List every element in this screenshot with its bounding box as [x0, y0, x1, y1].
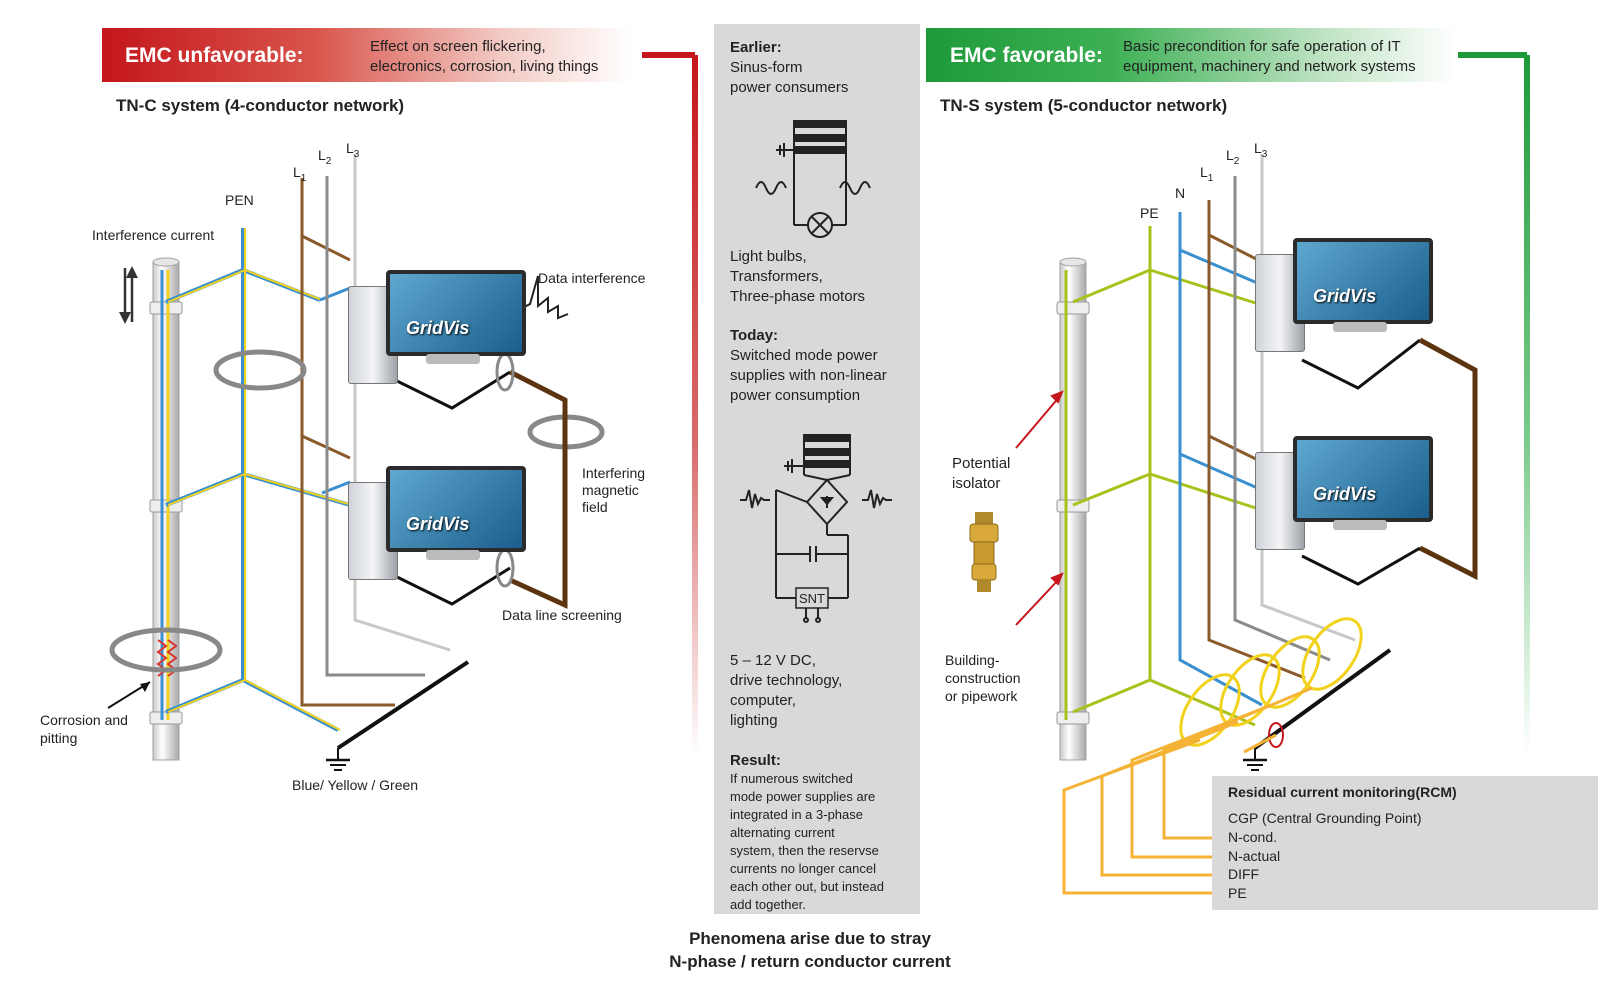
result-line: system, then the reservse [730, 843, 879, 858]
middle-info-panel [714, 24, 920, 914]
interfering-field-label-1: Interfering [582, 465, 646, 481]
bottom-caption-line-2: N-phase / return conductor current [669, 952, 951, 971]
n-conductor [1178, 212, 1263, 707]
ground-bar-left [326, 660, 470, 771]
pe-conductor [1072, 226, 1263, 727]
l3-label-left: L3 [346, 140, 360, 160]
l1-label-left: L1 [293, 164, 307, 184]
dc-line-1: 5 – 12 V DC, [730, 652, 816, 669]
bulbs-line-1: Light bulbs, [730, 248, 807, 265]
potential-isolator-label-1: Potential [952, 455, 1011, 472]
building-label-1: Building- [945, 652, 1000, 668]
emc-favorable-text-2: equipment, machinery and network systems [1123, 58, 1416, 75]
today-line-1: Switched mode power [730, 347, 878, 364]
dc-line-3: computer, [730, 692, 796, 709]
result-line: currents no longer cancel [730, 861, 876, 876]
pen-conductor [165, 228, 353, 732]
earlier-line-2: power consumers [730, 79, 849, 96]
rcm-item: CGP (Central Grounding Point) [1228, 810, 1422, 826]
magnetic-ring-1 [213, 349, 307, 391]
corrosion-label-1: Corrosion and [40, 712, 128, 728]
transformer-circuit-today [740, 434, 892, 623]
tn-s-system-title: TN-S system (5-conductor network) [940, 96, 1228, 115]
l2-label-left: L2 [318, 147, 332, 167]
l1-label-right: L1 [1200, 164, 1214, 184]
potential-isolator-icon [969, 512, 999, 592]
building-label-2: construction [945, 670, 1021, 686]
emc-favorable-banner [926, 28, 1456, 82]
green-bracket [1458, 52, 1530, 755]
bottom-caption: Phenomena arise due to stray N-phase / r… [560, 927, 1060, 973]
today-title: Today: [730, 327, 779, 344]
gridvis-logo: GridVis [406, 318, 470, 338]
interfering-field-label-3: field [582, 499, 608, 515]
tn-c-system-title: TN-C system (4-conductor network) [116, 96, 405, 115]
bottom-caption-line-1: Phenomena arise due to stray [689, 929, 931, 948]
emc-unfavorable-text-2: electronics, corrosion, living things [370, 58, 599, 75]
today-line-2: supplies with non-linear [730, 367, 887, 384]
gridvis-logo: GridVis [1313, 484, 1377, 504]
emc-unfavorable-text-1: Effect on screen flickering, [370, 38, 546, 55]
red-bracket [642, 52, 698, 755]
gridvis-logo: GridVis [1313, 286, 1377, 306]
rcm-item: N-actual [1228, 848, 1281, 864]
emc-unfavorable-title: EMC unfavorable: [125, 44, 304, 67]
result-line: mode power supplies are [730, 789, 876, 804]
emc-unfavorable-banner [102, 28, 632, 82]
bulbs-line-2: Transformers, [730, 268, 823, 285]
data-line-screening-label: Data line screening [502, 607, 622, 623]
interference-current-arrows [119, 266, 138, 324]
emc-favorable-title: EMC favorable: [950, 44, 1103, 67]
ground-bar-right [1243, 648, 1392, 771]
dc-line-4: lighting [730, 712, 778, 729]
today-line-3: power consumption [730, 387, 861, 404]
gridvis-logo: GridVis [406, 514, 470, 534]
rcm-item: PE [1228, 885, 1247, 901]
rcm-item: N-cond. [1228, 829, 1278, 845]
result-title: Result: [730, 752, 781, 769]
corrosion-label-2: pitting [40, 730, 78, 746]
result-line: If numerous switched [730, 771, 853, 786]
transformer-circuit-earlier [755, 120, 871, 238]
pen-label: PEN [225, 192, 254, 208]
bulbs-line-3: Three-phase motors [730, 288, 866, 305]
dc-line-2: drive technology, [730, 672, 843, 689]
l2-conductor-right [1233, 176, 1331, 662]
l3-conductor-right [1260, 154, 1356, 642]
rcm-item: DIFF [1228, 866, 1260, 882]
potential-isolator-arrows [1015, 390, 1064, 626]
l2-conductor-left [325, 176, 425, 677]
tn-c-pipe [149, 257, 183, 761]
result-line: each other out, but instead [730, 879, 884, 894]
earlier-title: Earlier: [730, 39, 782, 56]
tn-s-pipe [1056, 257, 1090, 761]
interference-current-label: Interference current [92, 227, 215, 243]
rcm-panel [1212, 776, 1598, 910]
earlier-line-1: Sinus-form [730, 59, 803, 76]
rcm-title: Residual current monitoring(RCM) [1228, 784, 1457, 800]
snt-label: SNT [799, 591, 825, 606]
result-line: add together. [730, 897, 806, 912]
pe-label: PE [1140, 205, 1159, 221]
n-label: N [1175, 185, 1186, 201]
result-line: integrated in a 3-phase [730, 807, 863, 822]
l1-conductor-left [300, 178, 395, 707]
magnetic-ring-3 [109, 627, 223, 673]
ground-color-label: Blue/ Yellow / Green [292, 777, 419, 793]
l2-label-right: L2 [1226, 147, 1240, 167]
data-interference-label: Data interference [538, 270, 646, 286]
emc-favorable-text-1: Basic precondition for safe operation of… [1123, 38, 1401, 55]
building-label-3: or pipework [945, 688, 1018, 704]
data-lines-right [1301, 337, 1478, 586]
rcm-signal-wires [1062, 686, 1313, 895]
l3-label-right: L3 [1254, 140, 1268, 160]
potential-isolator-label-2: isolator [952, 475, 1001, 492]
result-line: alternating current [730, 825, 835, 840]
interfering-field-label-2: magnetic [582, 482, 639, 498]
